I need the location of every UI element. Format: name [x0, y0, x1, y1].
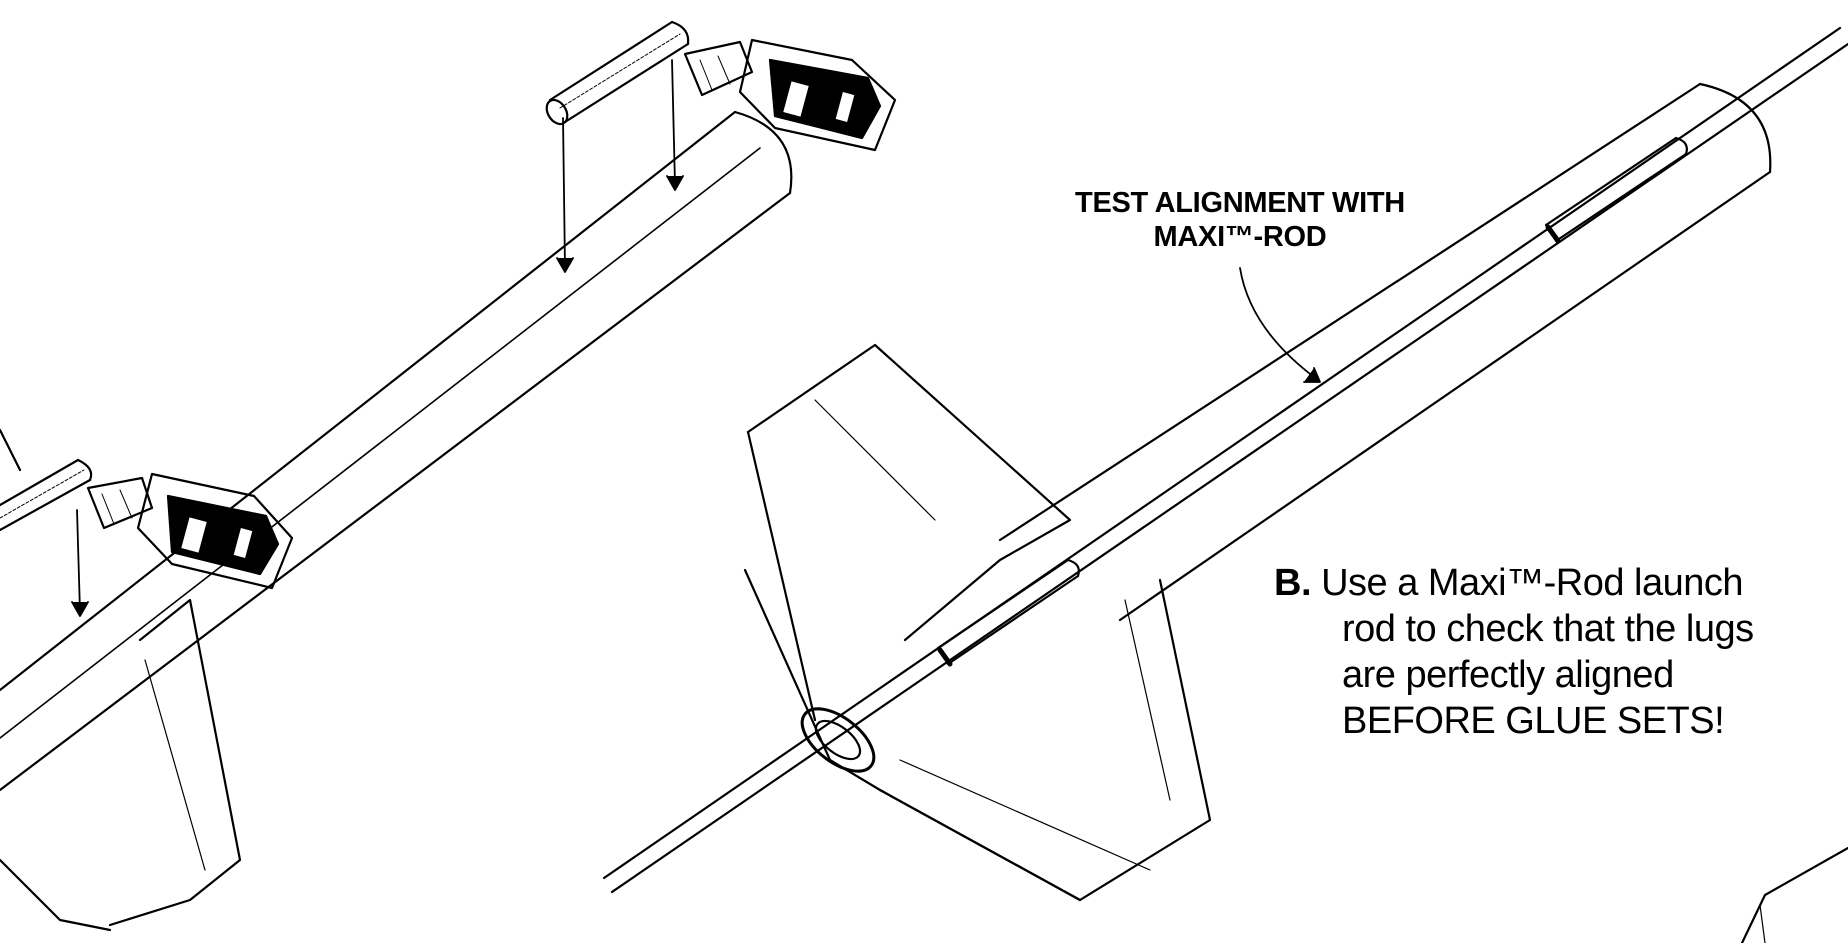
step-line-4: BEFORE GLUE SETS! [1342, 700, 1725, 742]
corner-fin-fragment [1740, 846, 1848, 943]
left-fin-upper [0, 428, 22, 472]
callout-line-2: MAXI™-ROD [1153, 221, 1327, 253]
right-body-tube [998, 82, 1772, 622]
callout-line-1: TEST ALIGNMENT WITH [1075, 187, 1405, 219]
upper-glue-bottle [683, 38, 897, 152]
step-line-1: Use a Maxi™-Rod launch [1321, 562, 1744, 604]
right-motor-mount [800, 707, 876, 773]
right-fin-upper [746, 343, 1072, 722]
left-body-tube [0, 110, 793, 792]
step-letter: B. [1274, 562, 1312, 604]
step-line-2: rod to check that the lugs [1342, 608, 1754, 650]
alignment-callout: TEST ALIGNMENT WITH MAXI™-ROD [1010, 186, 1470, 254]
instruction-step-b: B. Use a Maxi™-Rod launch rod to check t… [1274, 560, 1844, 744]
glue-arrows [71, 59, 684, 617]
left-fin-lower [0, 598, 242, 932]
callout-arrow [1239, 267, 1321, 383]
maxi-rod[interactable] [602, 26, 1848, 894]
right-fin-lower [743, 568, 1212, 902]
rod-lug-upper [1544, 136, 1688, 244]
lower-glue-bottle [86, 472, 294, 590]
rod-lug-lower [936, 558, 1080, 667]
lower-launch-lug [0, 458, 93, 532]
step-line-3: are perfectly aligned [1342, 654, 1674, 696]
upper-launch-lug [545, 20, 690, 126]
